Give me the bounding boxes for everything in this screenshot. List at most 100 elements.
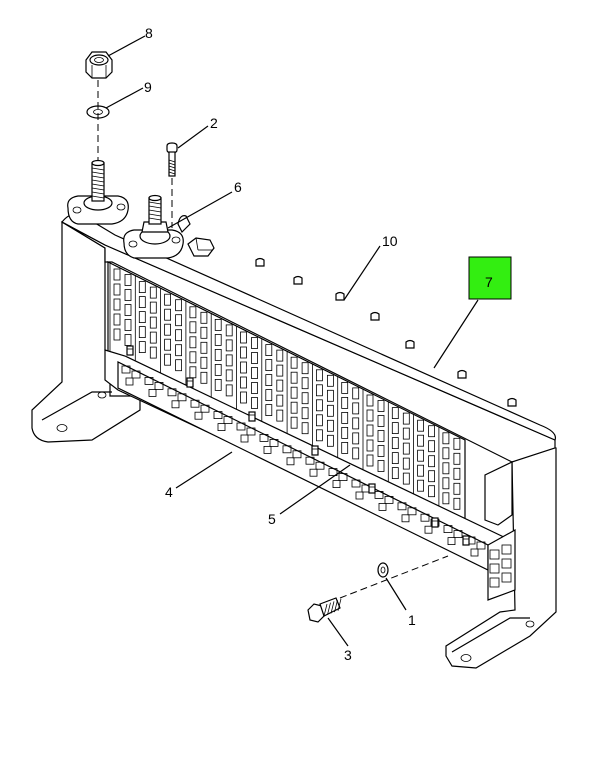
rail-cell [351, 479, 361, 488]
fuse-slot [315, 384, 323, 397]
rail-cell [384, 495, 394, 504]
fuse-slot [149, 346, 157, 359]
fuse-slot [225, 324, 233, 337]
fuse-slot [251, 352, 258, 364]
fuse-slot [276, 379, 284, 392]
fuse-slot [301, 392, 309, 405]
rail-cell [213, 411, 223, 420]
terminal-post-right [123, 194, 191, 259]
fuse-slot [352, 432, 360, 445]
fuse-slot [377, 445, 385, 457]
fuse-slot [164, 308, 172, 321]
end-connector [501, 572, 512, 583]
rail-cell [401, 514, 410, 523]
fuse-slot [428, 455, 436, 468]
fuse-slot [315, 399, 323, 412]
fuse-slot [200, 356, 208, 369]
fuse-slot [138, 296, 146, 309]
bolt-item-3 [307, 597, 342, 623]
fuse-slot [149, 301, 157, 314]
housing-hex-nut [187, 237, 215, 257]
fuse-slot [341, 411, 349, 424]
fuse-slot [377, 460, 385, 472]
fuse-slot [442, 492, 450, 505]
rail-cell [236, 422, 246, 431]
rail-cell [282, 445, 292, 454]
fuse-slot [225, 354, 233, 367]
rail-cell [332, 480, 341, 489]
fuse-slot [138, 281, 146, 294]
rail-cell [144, 376, 154, 385]
fuse-slot [377, 400, 385, 412]
fuse-slot [138, 326, 146, 339]
rail-cell [171, 400, 180, 409]
fuse-slot [301, 422, 309, 435]
rail-cell [424, 525, 433, 534]
callout-7-highlight [468, 256, 512, 300]
callout-4: 4 [165, 484, 173, 500]
terminal-post-left [67, 159, 129, 225]
screw-item-2 [166, 142, 178, 177]
fuse-slot [301, 377, 309, 390]
washer-item-1 [377, 562, 389, 578]
fuse-slot [352, 447, 360, 460]
fuse-slot [113, 268, 121, 281]
fuse-slot [251, 367, 258, 379]
fuse-slot [175, 344, 183, 357]
fuse-slot [417, 479, 425, 492]
fuse-slot [326, 404, 334, 417]
fuse-slot [341, 396, 349, 409]
stud [335, 291, 345, 301]
rail-cell [328, 468, 338, 477]
rail-screw [311, 445, 319, 456]
stud [255, 257, 265, 267]
fuse-slot [352, 387, 360, 400]
fuse-slot [417, 434, 425, 447]
top-studs [255, 257, 517, 407]
fuse-slot [442, 462, 450, 475]
rail-cell [286, 457, 295, 466]
fuse-slot [428, 440, 436, 453]
rail-cell [154, 381, 164, 390]
fuse-slot [315, 369, 323, 382]
fuse-slot [113, 313, 121, 326]
fuse-slot [326, 419, 334, 432]
fuse-slot [290, 416, 298, 429]
fuse-slot [175, 314, 183, 327]
rail-cell [292, 450, 302, 459]
fuse-slot [391, 437, 399, 450]
fuse-slot [402, 457, 410, 470]
fuse-slot [341, 381, 349, 394]
fuse-slot [240, 331, 247, 344]
rail-cell [447, 537, 456, 545]
housing-body [61, 213, 557, 526]
fuse-slot [189, 306, 197, 319]
fuse-slot [402, 427, 410, 440]
rail-cell [476, 541, 486, 550]
rail-cell [148, 388, 157, 397]
rail-cell [378, 502, 387, 511]
fuse-slot [225, 384, 233, 397]
leader-lines [105, 35, 479, 647]
nut-item-8 [85, 51, 113, 79]
fuse-slot [366, 439, 374, 452]
fuse-slot [214, 363, 222, 376]
stud [370, 311, 380, 321]
fuse-slot [240, 346, 247, 359]
fuse-slot [189, 351, 197, 364]
rail-cell [131, 370, 141, 379]
fuse-slot [124, 304, 132, 316]
fuse-slot [391, 422, 399, 435]
fuse-slot [149, 331, 157, 344]
fuse-slot [301, 362, 309, 375]
end-connector [501, 558, 512, 569]
rail-cell [240, 434, 249, 443]
fuse-slot [326, 434, 334, 447]
rail-cell [355, 491, 364, 500]
rail-cell [263, 445, 272, 454]
rail-cell [217, 423, 226, 432]
rail-cell [309, 468, 318, 477]
callout-5: 5 [268, 511, 276, 527]
fuse-slot [214, 348, 222, 361]
